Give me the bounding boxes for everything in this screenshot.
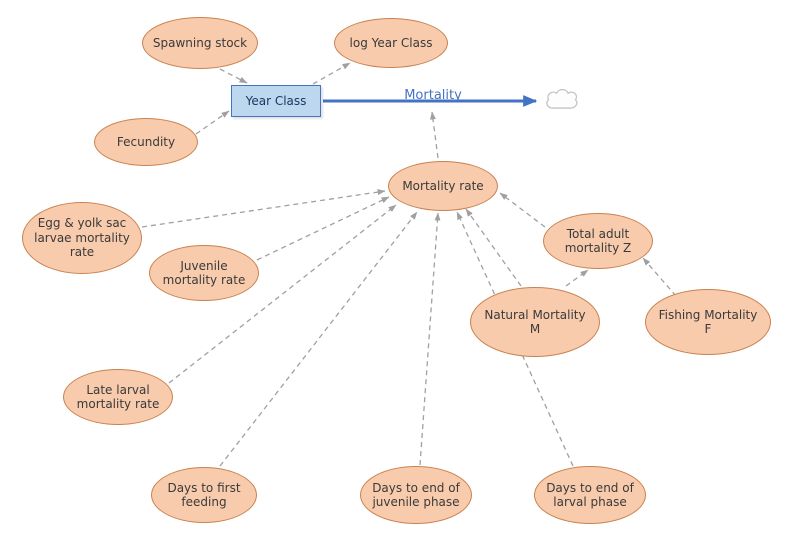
node-juvenile-mortality-label: Juvenile mortality rate — [162, 258, 246, 287]
node-days-first-feeding[interactable]: Days to first feeding — [151, 467, 257, 523]
edge-spawning-to-yearclass — [219, 68, 248, 84]
node-fecundity[interactable]: Fecundity — [94, 118, 198, 166]
node-total-adult-mortality[interactable]: Total adult mortality Z — [543, 213, 653, 269]
node-year-class-label: Year Class — [245, 93, 307, 108]
node-late-larval-mortality[interactable]: Late larval mortality rate — [63, 369, 173, 425]
node-fecundity-label: Fecundity — [116, 134, 176, 149]
node-fishing-mortality-label: Fishing Mortality F — [658, 307, 758, 336]
edge-daysfirstfeeding-to-mortalityrate — [219, 211, 418, 467]
mortality-flow-text: Mortality — [404, 87, 462, 103]
node-spawning-stock-label: Spawning stock — [152, 35, 248, 50]
node-fishing-mortality[interactable]: Fishing Mortality F — [645, 289, 771, 355]
edge-yearclass-to-logyearclass — [312, 62, 351, 85]
node-mortality-rate-label: Mortality rate — [402, 178, 484, 193]
edge-fecundity-to-yearclass — [195, 110, 230, 135]
node-year-class-stock[interactable]: Year Class — [231, 85, 321, 117]
node-spawning-stock[interactable]: Spawning stock — [142, 17, 258, 69]
node-log-year-class-label: log Year Class — [349, 35, 433, 50]
edge-juvenile-to-mortalityrate — [256, 196, 390, 261]
node-total-adult-mortality-label: Total adult mortality Z — [564, 226, 632, 255]
edge-naturalmortality-to-totaladult — [565, 269, 589, 287]
node-days-end-larval-label: Days to end of larval phase — [546, 480, 634, 509]
edge-naturalmortality-to-mortalityrate — [465, 208, 522, 287]
edge-eggyolk-to-mortalityrate — [141, 189, 386, 228]
edge-mortalityrate-to-mortalityflow — [429, 111, 439, 159]
node-natural-mortality[interactable]: Natural Mortality M — [470, 287, 600, 357]
node-egg-yolk-sac-label: Egg & yolk sac larvae mortality rate — [34, 216, 130, 260]
node-log-year-class[interactable]: log Year Class — [334, 18, 448, 68]
cloud-sink-icon — [546, 88, 578, 109]
node-days-end-juvenile-label: Days to end of juvenile phase — [372, 480, 460, 509]
edge-daysendjuvenile-to-mortalityrate — [419, 212, 441, 466]
node-days-end-larval[interactable]: Days to end of larval phase — [534, 466, 646, 524]
node-mortality-flow-label[interactable]: Mortality — [398, 87, 468, 104]
node-egg-yolk-sac-mortality[interactable]: Egg & yolk sac larvae mortality rate — [22, 202, 142, 274]
node-mortality-rate[interactable]: Mortality rate — [388, 161, 498, 211]
node-late-larval-mortality-label: Late larval mortality rate — [76, 382, 160, 411]
node-days-end-juvenile[interactable]: Days to end of juvenile phase — [360, 466, 472, 524]
node-natural-mortality-label: Natural Mortality M — [484, 307, 586, 336]
node-juvenile-mortality[interactable]: Juvenile mortality rate — [149, 245, 259, 301]
edge-fishingmortality-to-totaladult — [642, 257, 677, 297]
edge-totaladult-to-mortalityrate — [499, 192, 546, 228]
node-days-first-feeding-label: Days to first feeding — [167, 480, 241, 509]
